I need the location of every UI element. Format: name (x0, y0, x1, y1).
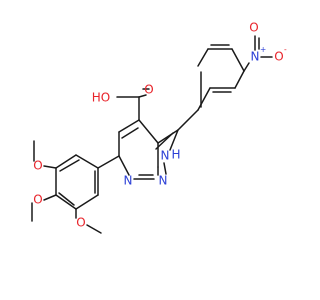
bond-ar-c4-c5 (55, 194, 77, 210)
atom-pyrazole-nh: N (161, 149, 170, 163)
atom-carboxyl-oh: HO (92, 91, 110, 105)
atom-nitro-o-top: O (249, 21, 258, 35)
atom-nitro-n: N (251, 50, 260, 64)
nitro-o-charge: - (284, 45, 287, 54)
bond-o-lower-methyl (86, 224, 102, 234)
atom-nitro-o-right: O (274, 50, 283, 64)
atom-pyrazole-nh-h: H (171, 148, 180, 162)
atom-methoxy-o-upper: O (33, 159, 42, 173)
bond-lines (31, 35, 273, 234)
bond-ar-o-middle (43, 194, 57, 201)
double-c4-c5 (121, 127, 139, 139)
bond-ar-c5-c6 (75, 194, 99, 210)
bond-ph-c3-c4 (234, 70, 245, 89)
bond-c6-n7 (118, 155, 130, 176)
nitro-n-charge: + (260, 45, 266, 54)
bond-c6-aryl (97, 155, 120, 169)
bond-n2-n1 (163, 162, 167, 175)
atom-pyridine-n: N (124, 174, 133, 188)
bond-carboxyl-c-o (138, 94, 147, 98)
bond-ph-c4-c5 (231, 48, 245, 72)
atom-methoxy-o-middle: O (33, 193, 42, 207)
bond-c3-n2 (169, 129, 179, 151)
double-ar-c2-c3 (59, 159, 80, 172)
bond-c3-phenyl (177, 109, 199, 131)
atom-pyrazole-n: N (159, 174, 168, 188)
molecule-structure: O HO N + O O - N H N N O O O (31, 21, 287, 234)
double-c3-c3a (155, 132, 174, 150)
bond-c4-nitro-n (243, 62, 250, 72)
bond-c3a-c4 (138, 119, 159, 144)
bond-ph-c6-c1 (197, 48, 209, 67)
bond-c4-c5 (118, 119, 140, 133)
double-ar-c4-c5 (58, 192, 75, 206)
bond-ar-o-upper (43, 165, 57, 169)
atom-labels: O HO N + O O - N H N N O O O (33, 21, 287, 230)
bond-ar-c1-c2 (75, 154, 99, 169)
atom-carboxyl-o-double: O (144, 83, 153, 97)
atom-methoxy-o-lower: O (76, 216, 85, 230)
bond-ph-c1-c2 (197, 87, 211, 111)
bond-c3a-c3 (157, 129, 179, 144)
bond-ar-c2-c3 (55, 154, 77, 169)
